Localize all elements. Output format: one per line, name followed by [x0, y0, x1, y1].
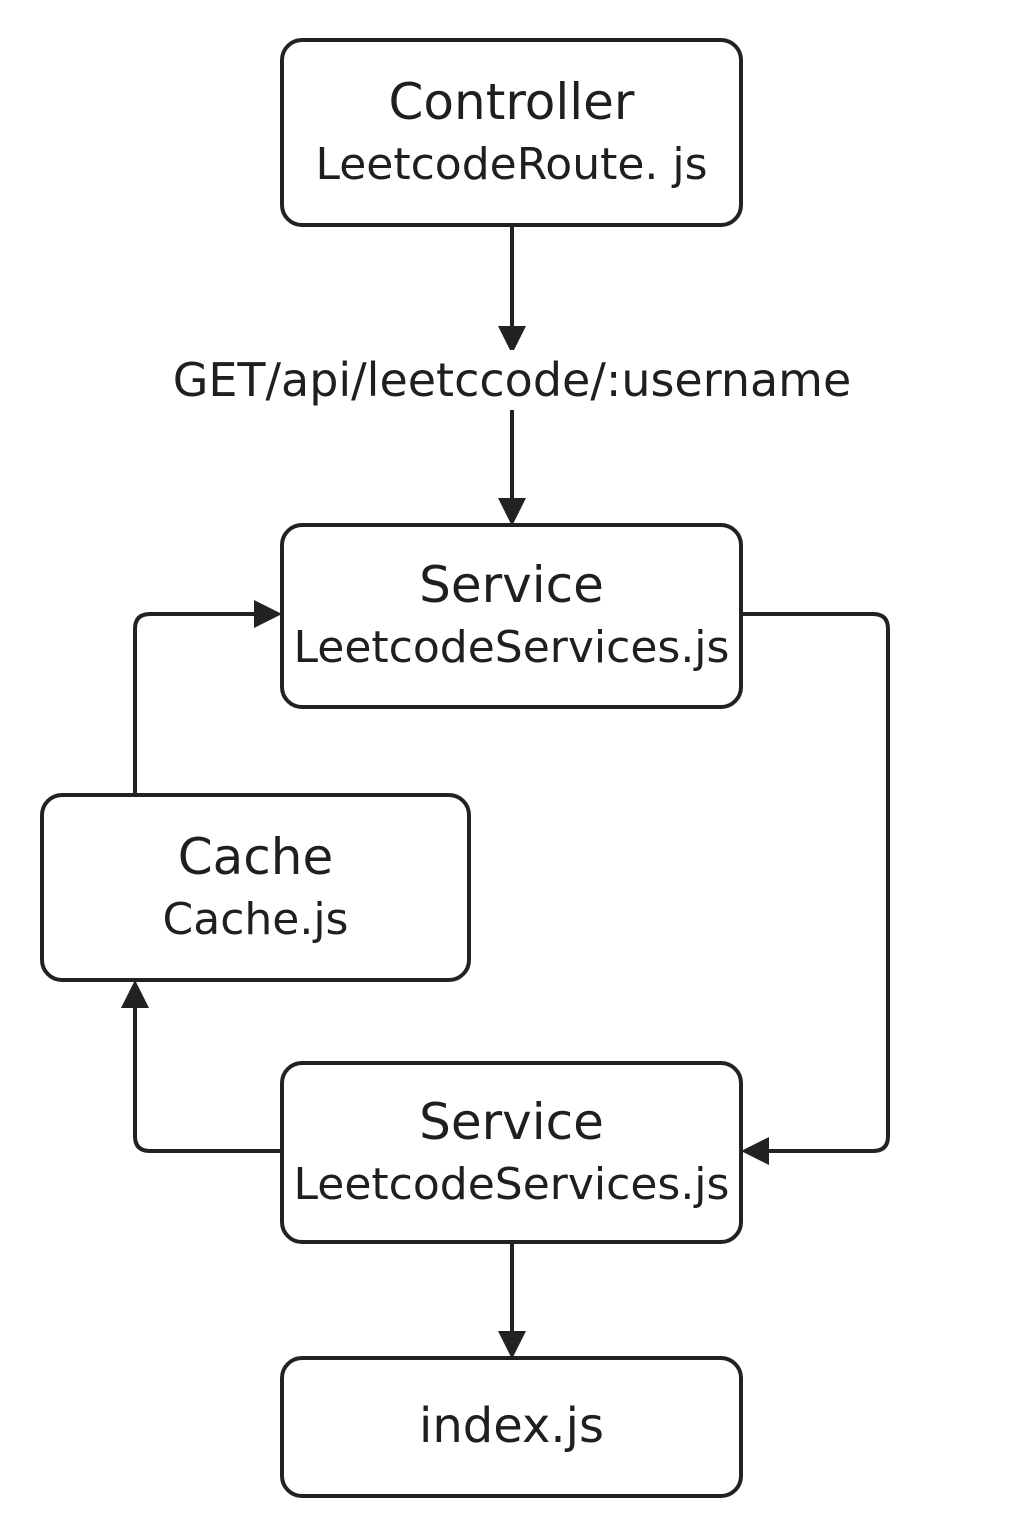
controller-title: Controller	[388, 72, 635, 131]
service-top-file: LeetcodeServices.js	[293, 622, 730, 674]
controller-node: Controller LeetcodeRoute. js	[280, 38, 743, 227]
edge-label-get-route: GET/api/leetccode/:username	[168, 350, 856, 410]
cache-title: Cache	[177, 827, 334, 886]
cache-file: Cache.js	[162, 893, 349, 945]
service-top-title: Service	[419, 556, 604, 615]
edge-cache-to-service-top	[133, 600, 282, 793]
service-node-bottom: Service LeetcodeServices.js	[280, 1061, 743, 1244]
cache-node: Cache Cache.js	[40, 793, 471, 982]
edge-service-top-to-service-bottom	[741, 612, 890, 1165]
service-bottom-title: Service	[419, 1092, 604, 1151]
edge-service-bottom-to-cache	[121, 980, 280, 1153]
service-bottom-file: LeetcodeServices.js	[293, 1158, 730, 1210]
index-node: index.js	[280, 1356, 743, 1498]
service-node-top: Service LeetcodeServices.js	[280, 523, 743, 709]
index-label: index.js	[419, 1398, 604, 1455]
controller-file: LeetcodeRoute. js	[315, 138, 708, 190]
